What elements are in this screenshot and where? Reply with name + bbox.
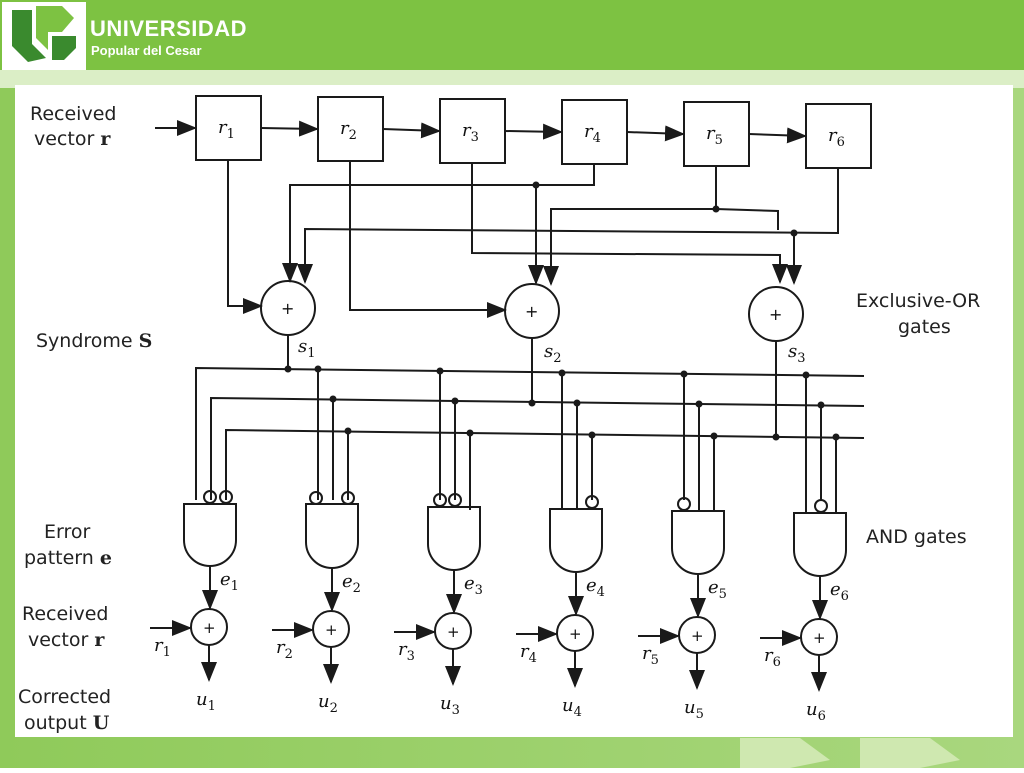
output-u5: u5 bbox=[684, 697, 704, 722]
error-e6: e6 bbox=[830, 579, 849, 604]
syndrome-s1: s1 bbox=[298, 336, 316, 361]
brand-subtitle: Popular del Cesar bbox=[91, 43, 202, 58]
slide-header: UNIVERSIDAD Popular del Cesar bbox=[0, 0, 1024, 70]
svg-text:+: + bbox=[325, 621, 338, 639]
xor-gates-label-1: Exclusive-OR bbox=[856, 290, 980, 312]
input-r3: r3 bbox=[398, 639, 415, 664]
received-vector-label-1: Received bbox=[30, 103, 116, 125]
and-gates bbox=[183, 490, 847, 577]
register-label-r4: r4 bbox=[584, 121, 601, 146]
svg-text:+: + bbox=[691, 627, 704, 645]
svg-text:+: + bbox=[769, 305, 782, 324]
svg-text:+: + bbox=[281, 299, 294, 318]
output-u1: u1 bbox=[196, 689, 216, 714]
and-gate-6 bbox=[793, 512, 847, 577]
input-r6: r6 bbox=[764, 645, 781, 670]
error-pattern-label-2: pattern e bbox=[24, 547, 112, 569]
svg-text:+: + bbox=[525, 302, 538, 321]
syndrome-label: Syndrome S bbox=[36, 330, 152, 352]
logo-icon bbox=[12, 6, 76, 62]
and-gate-2 bbox=[305, 503, 359, 569]
register-label-r1: r1 bbox=[218, 117, 235, 142]
corrected-output-label-1: Corrected bbox=[18, 686, 111, 708]
svg-text:+: + bbox=[203, 619, 216, 637]
output-u3: u3 bbox=[440, 693, 460, 718]
input-r2: r2 bbox=[276, 637, 293, 662]
and-gates-label: AND gates bbox=[866, 526, 967, 548]
university-logo bbox=[2, 2, 86, 70]
error-lines bbox=[202, 566, 828, 620]
shift-register: r1 r2 r3 r4 r5 r6 bbox=[195, 95, 872, 169]
register-label-r6: r6 bbox=[828, 125, 845, 150]
syndrome-decoder-diagram: Received vector r Syndrome S Error patte… bbox=[15, 85, 1013, 737]
svg-text:+: + bbox=[447, 623, 460, 641]
input-r5: r5 bbox=[642, 643, 659, 668]
and-gate-1 bbox=[183, 503, 237, 567]
syndrome-s2: s2 bbox=[544, 341, 562, 366]
input-r1: r1 bbox=[154, 635, 171, 660]
error-e3: e3 bbox=[464, 573, 483, 598]
decoder-circuit: Received vector r Syndrome S Error patte… bbox=[18, 95, 980, 734]
received-vector-bottom-label-1: Received bbox=[22, 603, 108, 625]
error-e4: e4 bbox=[586, 575, 605, 600]
register-label-r3: r3 bbox=[462, 120, 479, 145]
error-e2: e2 bbox=[342, 571, 361, 596]
xor-gate-3: + bbox=[748, 286, 804, 342]
register-label-r2: r2 bbox=[340, 118, 357, 143]
syndrome-bus bbox=[195, 335, 865, 514]
svg-text:+: + bbox=[813, 629, 826, 647]
error-pattern-label-1: Error bbox=[44, 521, 91, 543]
error-e1: e1 bbox=[220, 569, 239, 594]
output-u2: u2 bbox=[318, 691, 338, 716]
error-e5: e5 bbox=[708, 577, 727, 602]
output-u6: u6 bbox=[806, 699, 826, 724]
svg-text:+: + bbox=[569, 625, 582, 643]
syndrome-s3: s3 bbox=[788, 341, 806, 366]
and-gate-5 bbox=[671, 510, 725, 575]
input-r4: r4 bbox=[520, 641, 537, 666]
xor-gate-2: + bbox=[504, 283, 560, 339]
brand-title: UNIVERSIDAD bbox=[90, 16, 248, 41]
xor-input-wiring bbox=[227, 160, 839, 318]
corrected-output-label-2: output U bbox=[24, 712, 110, 734]
and-gate-3 bbox=[427, 506, 481, 571]
register-label-r5: r5 bbox=[706, 123, 723, 148]
xor-gates-label-2: gates bbox=[898, 316, 951, 338]
output-u4: u4 bbox=[562, 695, 582, 720]
header-background bbox=[0, 0, 1024, 70]
received-vector-label-2: vector r bbox=[34, 128, 111, 150]
received-vector-bottom-label-2: vector r bbox=[28, 629, 105, 651]
correction-adders: + + + + + + bbox=[150, 608, 838, 692]
xor-gate-1: + bbox=[260, 280, 316, 336]
and-gate-4 bbox=[549, 508, 603, 573]
